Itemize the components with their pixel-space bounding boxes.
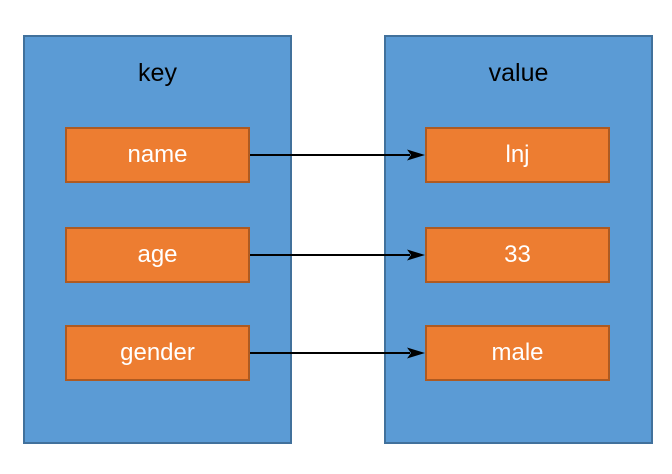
- arrow-gender-to-value-icon: [250, 347, 425, 359]
- key-column-header: key: [138, 59, 177, 87]
- value-node-age: 33: [425, 227, 610, 283]
- key-node-name: name: [65, 127, 250, 183]
- key-node-age: age: [65, 227, 250, 283]
- value-node-gender: male: [425, 325, 610, 381]
- arrow-name-to-value-icon: [250, 149, 425, 161]
- key-node-gender: gender: [65, 325, 250, 381]
- value-node-name: lnj: [425, 127, 610, 183]
- key-container: key name age gender: [23, 35, 292, 444]
- value-container: value lnj 33 male: [384, 35, 653, 444]
- arrow-age-to-value-icon: [250, 249, 425, 261]
- value-column-header: value: [488, 59, 549, 87]
